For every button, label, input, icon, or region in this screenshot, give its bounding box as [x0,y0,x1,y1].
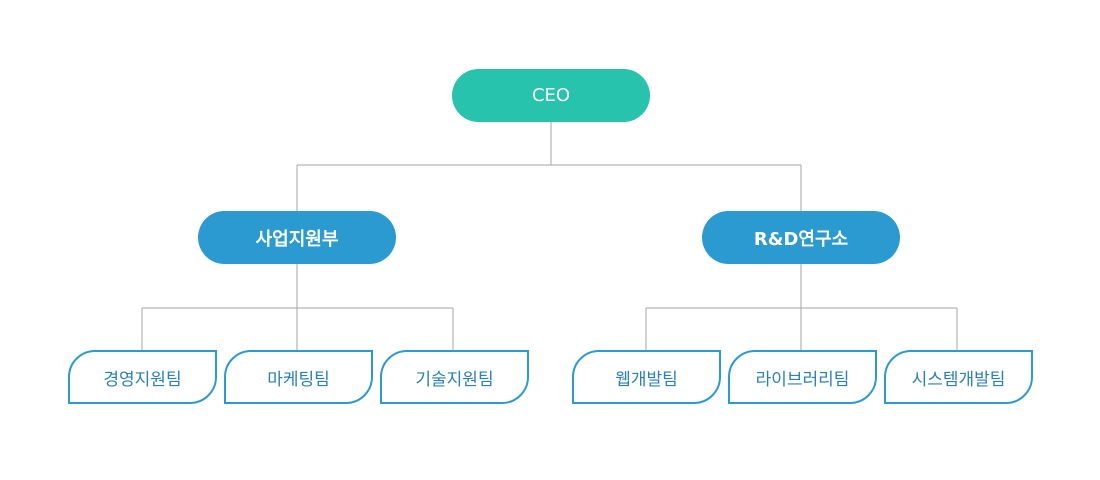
team-node-system-dev: 시스템개발팀 [884,350,1033,404]
team-label: 시스템개발팀 [911,369,1006,390]
team-label: 경영지원팀 [103,369,182,390]
team-node-management-support: 경영지원팀 [68,350,217,404]
team-label: 웹개발팀 [615,369,678,390]
team-node-tech-support: 기술지원팀 [380,350,529,404]
department-node-business-support: 사업지원부 [198,211,396,264]
ceo-node: CEO [452,69,650,122]
team-label: 라이브러리팀 [755,369,850,390]
team-node-marketing: 마케팅팀 [224,350,373,404]
department-node-rnd: R&D연구소 [702,211,900,264]
department-label: R&D연구소 [753,228,849,250]
team-node-web-dev: 웹개발팀 [572,350,721,404]
team-node-library: 라이브러리팀 [728,350,877,404]
team-label: 기술지원팀 [415,369,494,390]
ceo-label: CEO [531,85,571,106]
department-label: 사업지원부 [255,228,339,250]
team-label: 마케팅팀 [267,369,330,390]
